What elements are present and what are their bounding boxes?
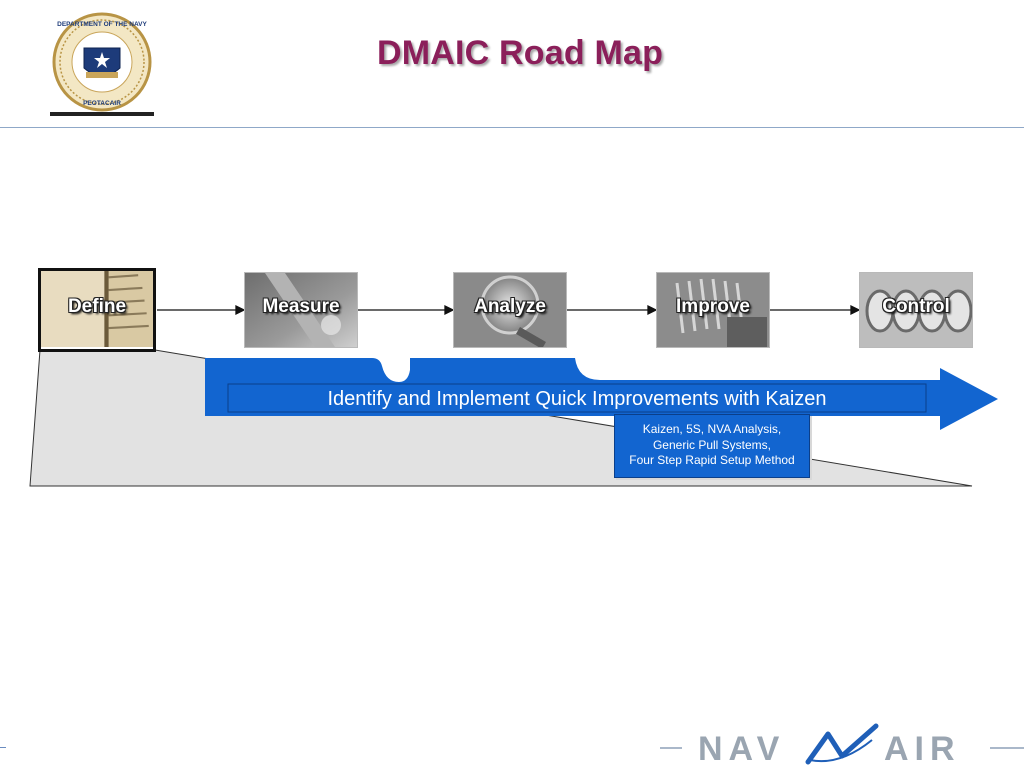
navy-seal-logo: DEPARTMENT OF THE NAVY PEOTACAIR (50, 12, 154, 116)
define-book-image (41, 271, 153, 348)
corner-dash (0, 747, 6, 748)
seal-top-text: DEPARTMENT OF THE NAVY (57, 21, 147, 28)
kaizen-tools-box: Kaizen, 5S, NVA Analysis, Generic Pull S… (614, 414, 810, 478)
tools-line: Kaizen, 5S, NVA Analysis, (642, 422, 782, 436)
tools-line: Generic Pull Systems, (652, 437, 772, 452)
stage-connectors (157, 304, 861, 316)
page-title: DMAIC Road Map (376, 34, 664, 72)
measure-caliper-image (245, 273, 357, 347)
stage-label-control: Control (882, 296, 950, 317)
stage-define: Define (38, 268, 156, 352)
improve-circuit-image (657, 273, 769, 347)
stage-improve: Improve (656, 272, 770, 348)
logo-air-text: AIR (884, 730, 961, 768)
seal-bottom-text: PEOTACAIR (83, 100, 121, 107)
stage-label-define: Define (67, 296, 127, 317)
navair-logo: NAV AIR (660, 723, 1024, 768)
stage-label-measure: Measure (262, 296, 340, 317)
analyze-magnifier-image (454, 273, 566, 347)
stage-measure: Measure (244, 272, 358, 348)
tools-line: Four Step Rapid Setup Method (629, 453, 795, 467)
stage-label-improve: Improve (676, 296, 750, 317)
control-gauges-image (860, 273, 972, 347)
stage-analyze: Analyze (453, 272, 567, 348)
logo-wave-icon (805, 723, 879, 765)
kaizen-banner-text: Identify and Implement Quick Improvement… (327, 388, 827, 410)
header-divider (0, 127, 1024, 128)
stage-label-analyze: Analyze (474, 296, 546, 317)
logo-nav-text: NAV (698, 730, 785, 768)
stage-control: Control (859, 272, 973, 348)
